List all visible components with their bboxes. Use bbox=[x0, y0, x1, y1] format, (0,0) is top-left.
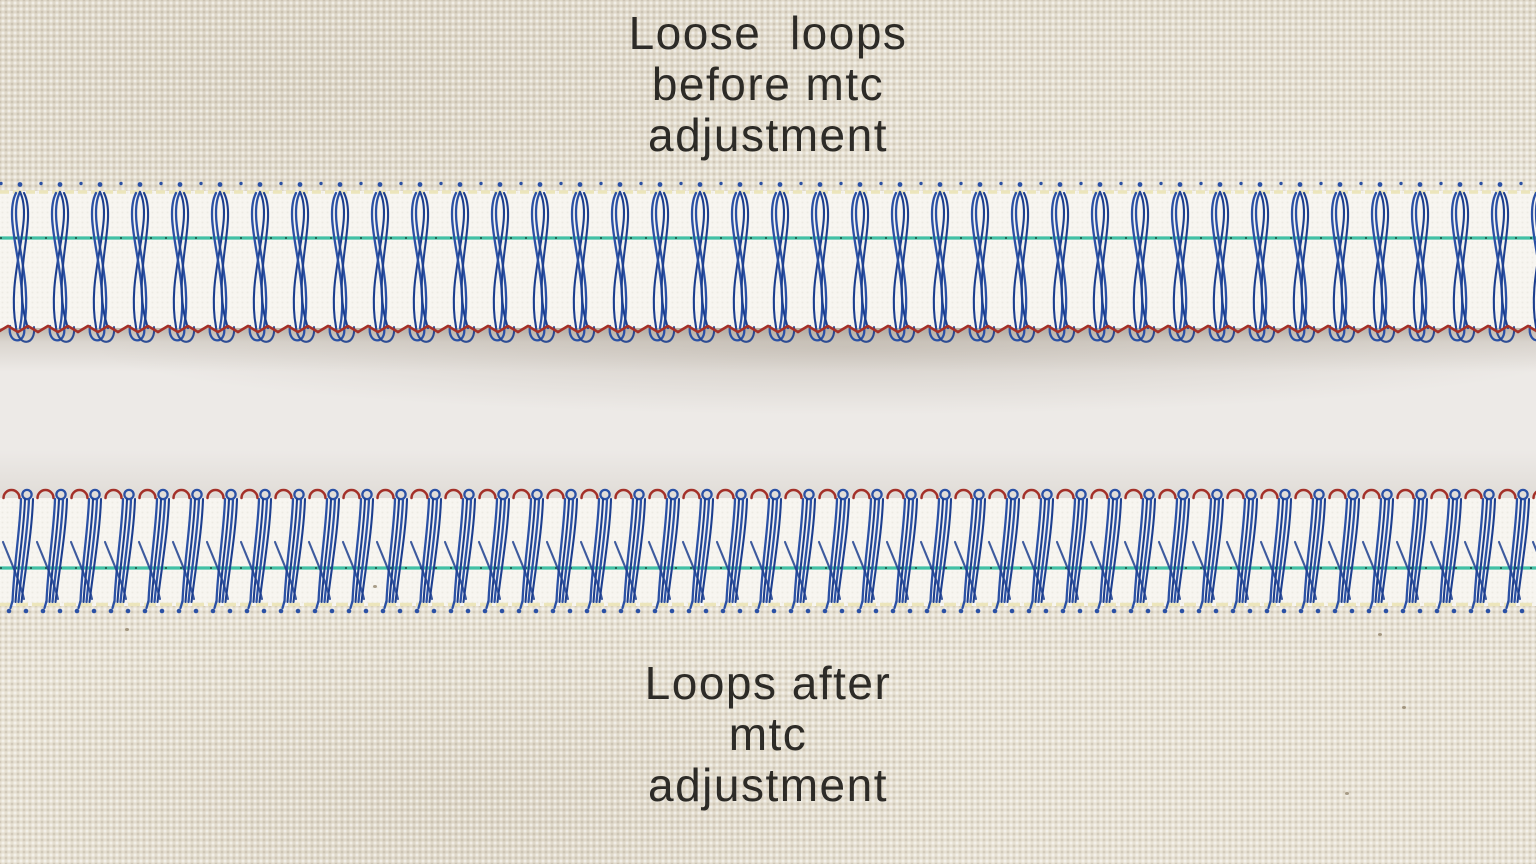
overlock-band-loose bbox=[0, 180, 1536, 360]
fabric-speck bbox=[1345, 792, 1349, 795]
caption-before-adjustment: Loose loops before mtc adjustment bbox=[628, 7, 908, 161]
caption-after-adjustment: Loops after mtc adjustment bbox=[644, 657, 892, 811]
looper-threads-adjusted bbox=[0, 480, 1536, 635]
fabric-speck bbox=[125, 628, 129, 631]
overlock-band-adjusted bbox=[0, 480, 1536, 635]
fabric-speck bbox=[373, 585, 377, 588]
looper-threads-loose bbox=[0, 180, 1536, 360]
fabric-speck bbox=[1378, 633, 1382, 636]
fabric-speck bbox=[1402, 706, 1406, 709]
